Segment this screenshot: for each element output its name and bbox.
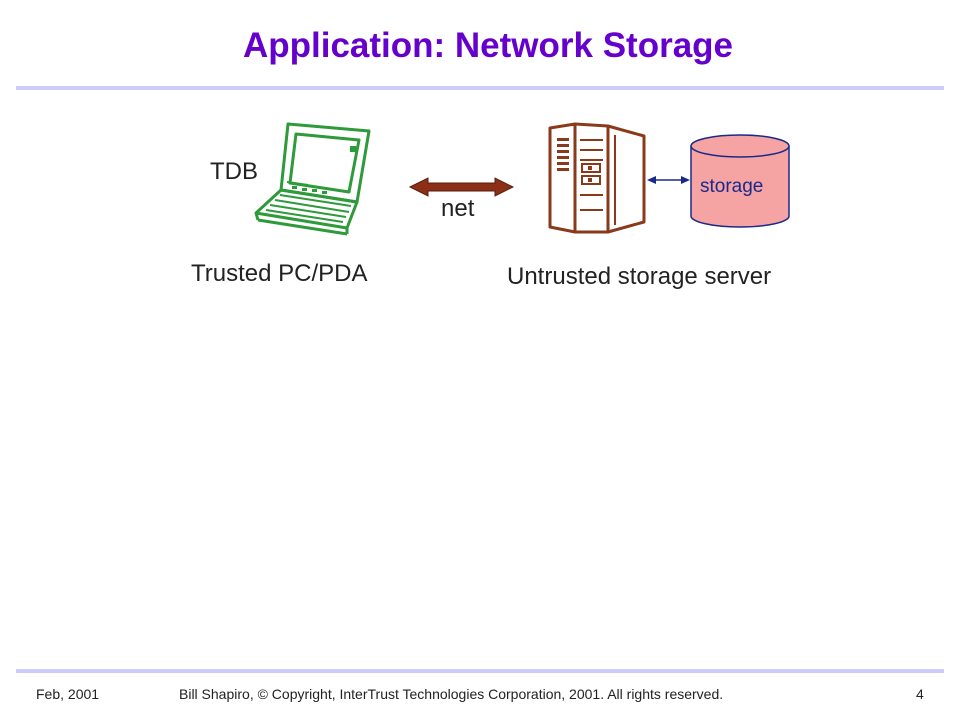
footer-copyright: Bill Shapiro, © Copyright, InterTrust Te… [179,686,724,702]
storage-label: storage [700,176,764,197]
net-label: net [441,195,475,222]
title-divider [16,86,944,90]
page-number: 4 [916,686,924,702]
client-caption: Trusted PC/PDA [191,260,368,287]
tdb-label: TDB [210,158,258,185]
footer-divider [16,669,944,673]
slide-title: Application: Network Storage [242,26,734,65]
footer-date: Feb, 2001 [36,686,100,702]
server-caption: Untrusted storage server [507,263,772,290]
